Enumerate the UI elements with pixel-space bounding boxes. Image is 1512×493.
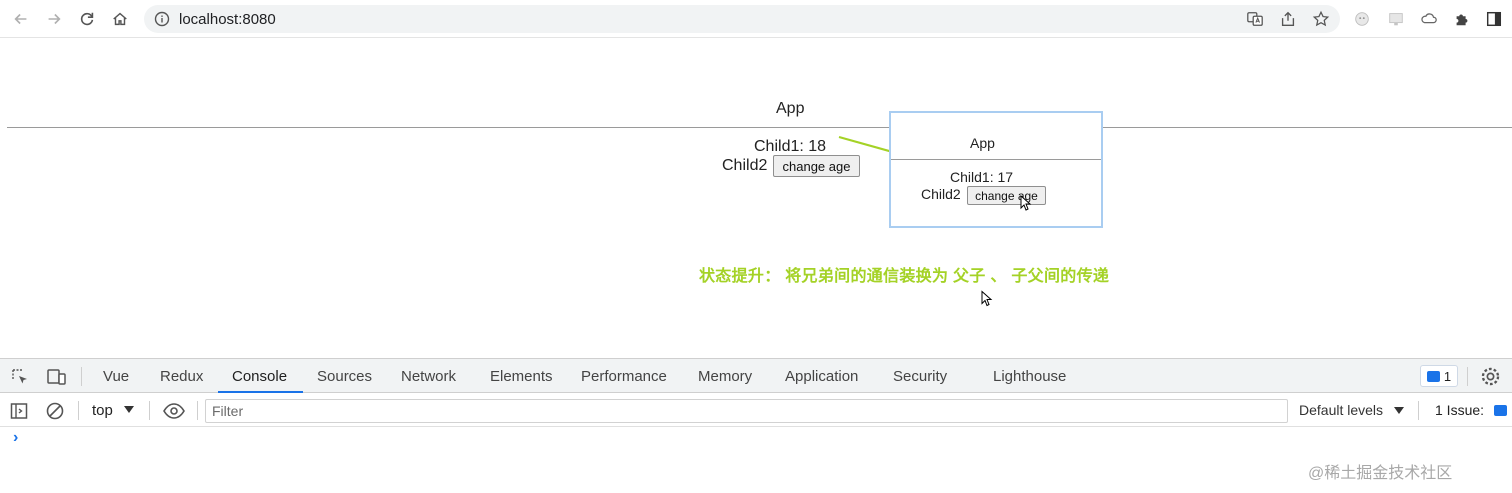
settings-gear-icon[interactable] <box>1480 366 1501 387</box>
browser-toolbar: localhost:8080 <box>0 0 1512 38</box>
inset-child2-label: Child2 <box>921 186 961 202</box>
extension-screen-icon[interactable] <box>1386 9 1406 29</box>
bar-separator <box>78 401 79 420</box>
message-icon[interactable] <box>1494 405 1507 416</box>
tab-vue[interactable]: Vue <box>103 368 130 385</box>
issues-link[interactable]: 1 Issue: <box>1435 402 1485 418</box>
inset-change-age-button: change age <box>967 186 1046 205</box>
devtools-panel: Vue Redux Console Sources Network Elemen… <box>0 358 1512 493</box>
tab-lighthouse[interactable]: Lighthouse <box>993 368 1067 385</box>
tab-application[interactable]: Application <box>785 368 859 385</box>
device-toolbar-icon[interactable] <box>45 367 67 387</box>
issues-badge-count: 1 <box>1443 368 1452 384</box>
forward-icon[interactable] <box>44 9 64 29</box>
app-heading: App <box>776 100 805 117</box>
live-expression-eye-icon[interactable] <box>162 402 186 420</box>
chevron-down-icon[interactable] <box>124 406 134 413</box>
annotation-note: 状态提升： 将兄弟间的通信装换为 父子 、 子父间的传递 <box>699 268 1110 285</box>
bar-separator <box>149 401 150 420</box>
side-panel-icon[interactable] <box>1484 9 1504 29</box>
after-state-screenshot: App Child1: 17 Child2 change age <box>889 111 1103 228</box>
devtools-tabbar: Vue Redux Console Sources Network Elemen… <box>0 359 1512 393</box>
mouse-cursor-icon <box>981 290 993 307</box>
chevron-down-icon[interactable] <box>1394 407 1404 414</box>
tab-console[interactable]: Console <box>232 368 288 385</box>
child2-label: Child2 <box>722 157 768 174</box>
bar-separator <box>1418 401 1419 420</box>
log-levels-dropdown[interactable]: Default levels <box>1299 402 1384 418</box>
inset-app-heading: App <box>970 135 995 151</box>
inset-divider <box>891 159 1101 160</box>
bar-separator <box>197 401 198 420</box>
clear-console-icon[interactable] <box>45 401 65 421</box>
home-icon[interactable] <box>110 9 130 29</box>
watermark: @稀土掘金技术社区 <box>1308 465 1453 482</box>
filter-input[interactable] <box>206 400 1287 422</box>
page-viewport: App Child1: 18 Child2 change age App Chi… <box>0 38 1512 358</box>
info-icon[interactable] <box>154 11 170 27</box>
tab-separator <box>1467 367 1468 386</box>
console-prompt[interactable]: › <box>13 429 19 446</box>
active-tab-indicator <box>218 391 303 393</box>
sidebar-toggle-icon[interactable] <box>9 401 29 421</box>
back-icon[interactable] <box>11 9 31 29</box>
tab-memory[interactable]: Memory <box>698 368 753 385</box>
share-icon[interactable] <box>1278 9 1298 29</box>
extension-face-icon[interactable] <box>1352 9 1372 29</box>
tab-sources[interactable]: Sources <box>317 368 373 385</box>
reload-icon[interactable] <box>77 9 97 29</box>
filter-field[interactable] <box>205 399 1288 423</box>
url-text: localhost:8080 <box>179 11 276 28</box>
address-bar[interactable]: localhost:8080 <box>144 5 1340 33</box>
divider <box>7 127 1512 128</box>
tab-redux[interactable]: Redux <box>160 368 204 385</box>
change-age-button[interactable]: change age <box>773 155 860 177</box>
inspect-element-icon[interactable] <box>10 367 30 387</box>
tab-separator <box>81 367 82 386</box>
tab-elements[interactable]: Elements <box>490 368 553 385</box>
context-selector[interactable]: top <box>92 402 113 419</box>
child1-text: Child1: 18 <box>754 138 827 155</box>
tab-security[interactable]: Security <box>893 368 948 385</box>
inset-child1-text: Child1: 17 <box>950 169 1014 185</box>
message-icon <box>1426 370 1440 382</box>
extension-cloud-icon[interactable] <box>1419 9 1439 29</box>
console-toolbar: top Default levels 1 Issue: <box>0 394 1512 427</box>
inset-cursor-icon <box>1020 195 1032 211</box>
translate-icon[interactable] <box>1245 9 1265 29</box>
issues-badge[interactable]: 1 <box>1420 365 1458 387</box>
extensions-puzzle-icon[interactable] <box>1452 9 1472 29</box>
tab-performance[interactable]: Performance <box>581 368 667 385</box>
bookmark-star-icon[interactable] <box>1311 9 1331 29</box>
tab-network[interactable]: Network <box>401 368 457 385</box>
